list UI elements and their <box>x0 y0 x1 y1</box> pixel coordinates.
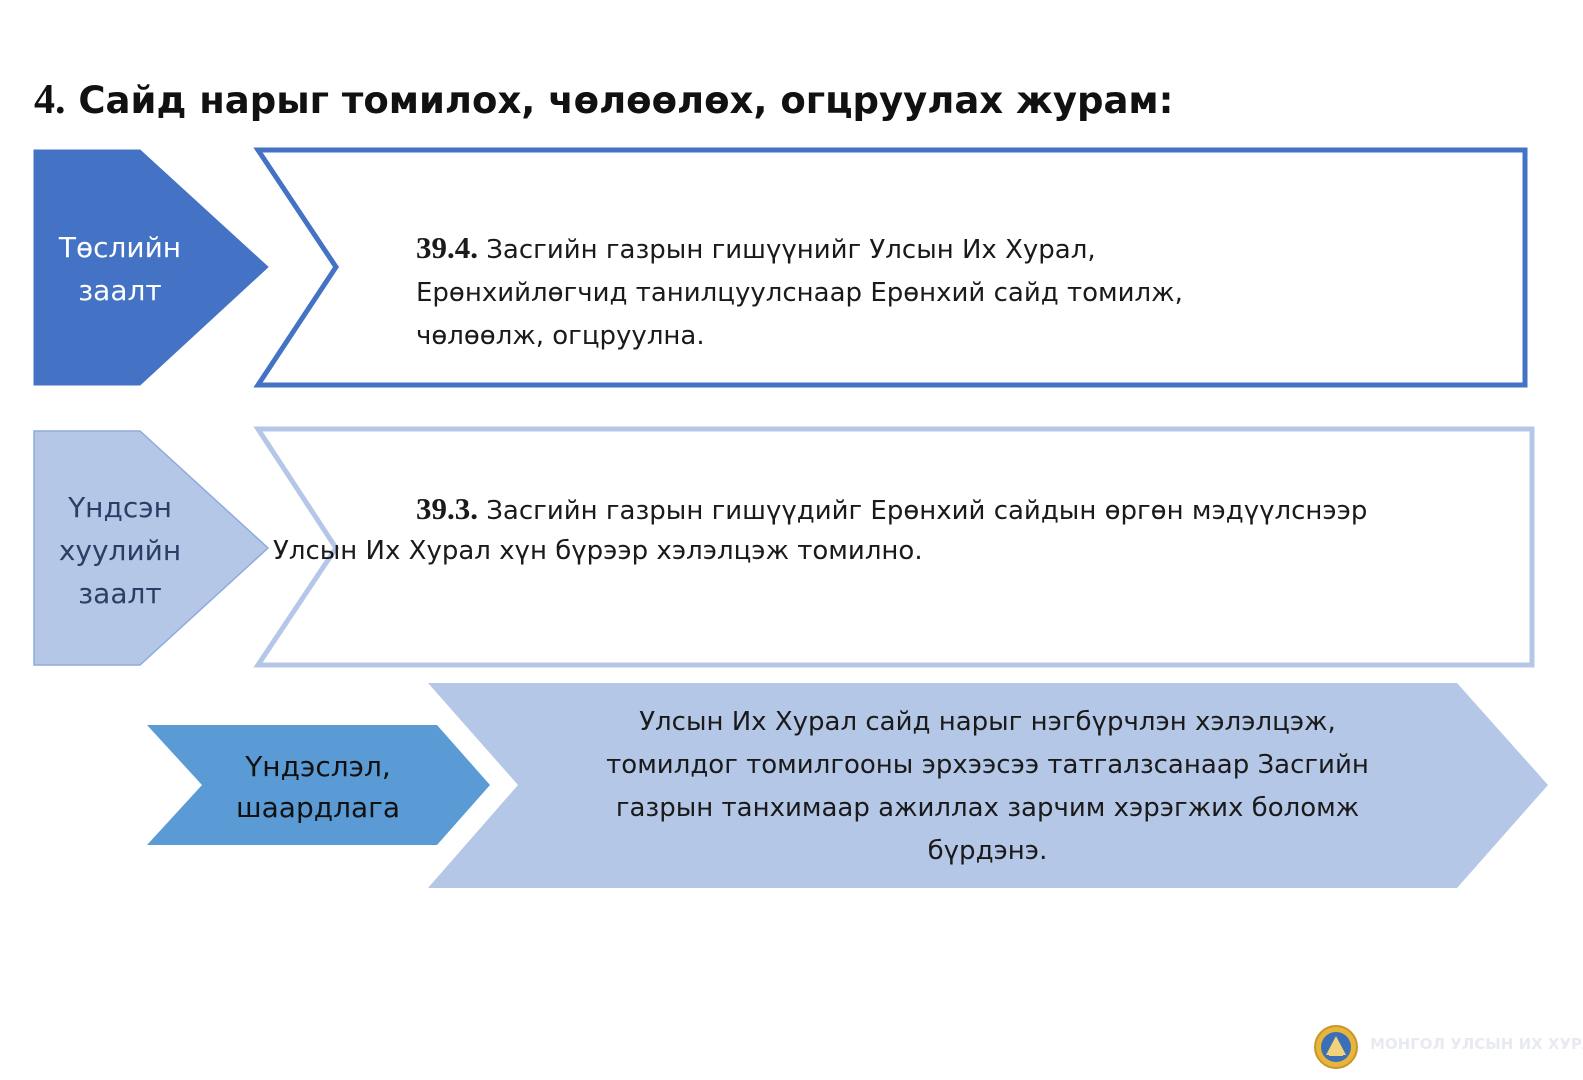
row2-label-line: заалт <box>78 577 162 610</box>
row2-content-chevron <box>253 426 1535 668</box>
row2-text-second: Улсын Их Хурал хүн бүрээр хэлэлцэж томил… <box>273 530 1473 573</box>
row2-label-arrow <box>33 430 270 666</box>
row2-text-line: Засгийн газрын гишүүдийг Ерөнхий сайдын … <box>478 496 1368 526</box>
row3-label-line: шаардлага <box>236 791 400 824</box>
row1-content-chevron <box>253 147 1528 388</box>
row1-text-line: Ерөнхийлөгчид танилцуулснаар Ерөнхий сай… <box>416 278 1183 308</box>
row3-content-chevron <box>428 683 1548 888</box>
row1-text-line: Засгийн газрын гишүүнийг Улсын Их Хурал, <box>478 235 1096 265</box>
row2-article-number: 39.3. <box>416 491 478 526</box>
footer-organization-name: МОНГОЛ УЛСЫН ИХ ХУРАЛ <box>1370 1035 1583 1053</box>
row3-label-line: Үндэслэл, <box>245 750 391 783</box>
row1-label-arrow <box>33 149 269 386</box>
row3-text-line: Улсын Их Хурал сайд нарыг нэгбүрчлэн хэл… <box>639 707 1336 737</box>
row2-label: Үндсэн хуулийн заалт <box>34 486 206 615</box>
title-text: Сайд нарыг томилох, чөлөөлөх, огцруулах … <box>78 79 1174 122</box>
row3-text-line: томилдог томилгооны эрхээсээ татгалзсана… <box>606 750 1369 780</box>
row2-label-line: хуулийн <box>58 534 182 567</box>
row2-label-line: Үндсэн <box>68 491 172 524</box>
row1-article-number: 39.4. <box>416 230 478 265</box>
row2-text-line: Улсын Их Хурал хүн бүрээр хэлэлцэж томил… <box>273 536 923 566</box>
row3-text-line: газрын танхимаар ажиллах зарчим хэрэгжих… <box>615 793 1360 823</box>
row3-label: Үндэслэл, шаардлага <box>202 746 434 828</box>
row1-label-line: заалт <box>78 274 162 307</box>
title-number: 4. <box>34 77 66 123</box>
row1-text: 39.4. Засгийн газрын гишүүнийг Улсын Их … <box>416 226 1496 358</box>
row3-text: Улсын Их Хурал сайд нарыг нэгбүрчлэн хэл… <box>530 701 1445 873</box>
row3-label-chevron <box>147 725 490 845</box>
mongolia-state-emblem-icon <box>1314 1025 1358 1069</box>
row3-text-line: бүрдэнэ. <box>927 836 1048 866</box>
row2-text-first: 39.3. Засгийн газрын гишүүдийг Ерөнхий с… <box>416 487 1516 533</box>
row1-label: Төслийн заалт <box>34 226 206 312</box>
row1-label-line: Төслийн <box>58 231 182 264</box>
page-title: 4. Сайд нарыг томилох, чөлөөлөх, огцруул… <box>34 76 1173 124</box>
row1-text-line: чөлөөлж, огцруулна. <box>416 321 705 351</box>
